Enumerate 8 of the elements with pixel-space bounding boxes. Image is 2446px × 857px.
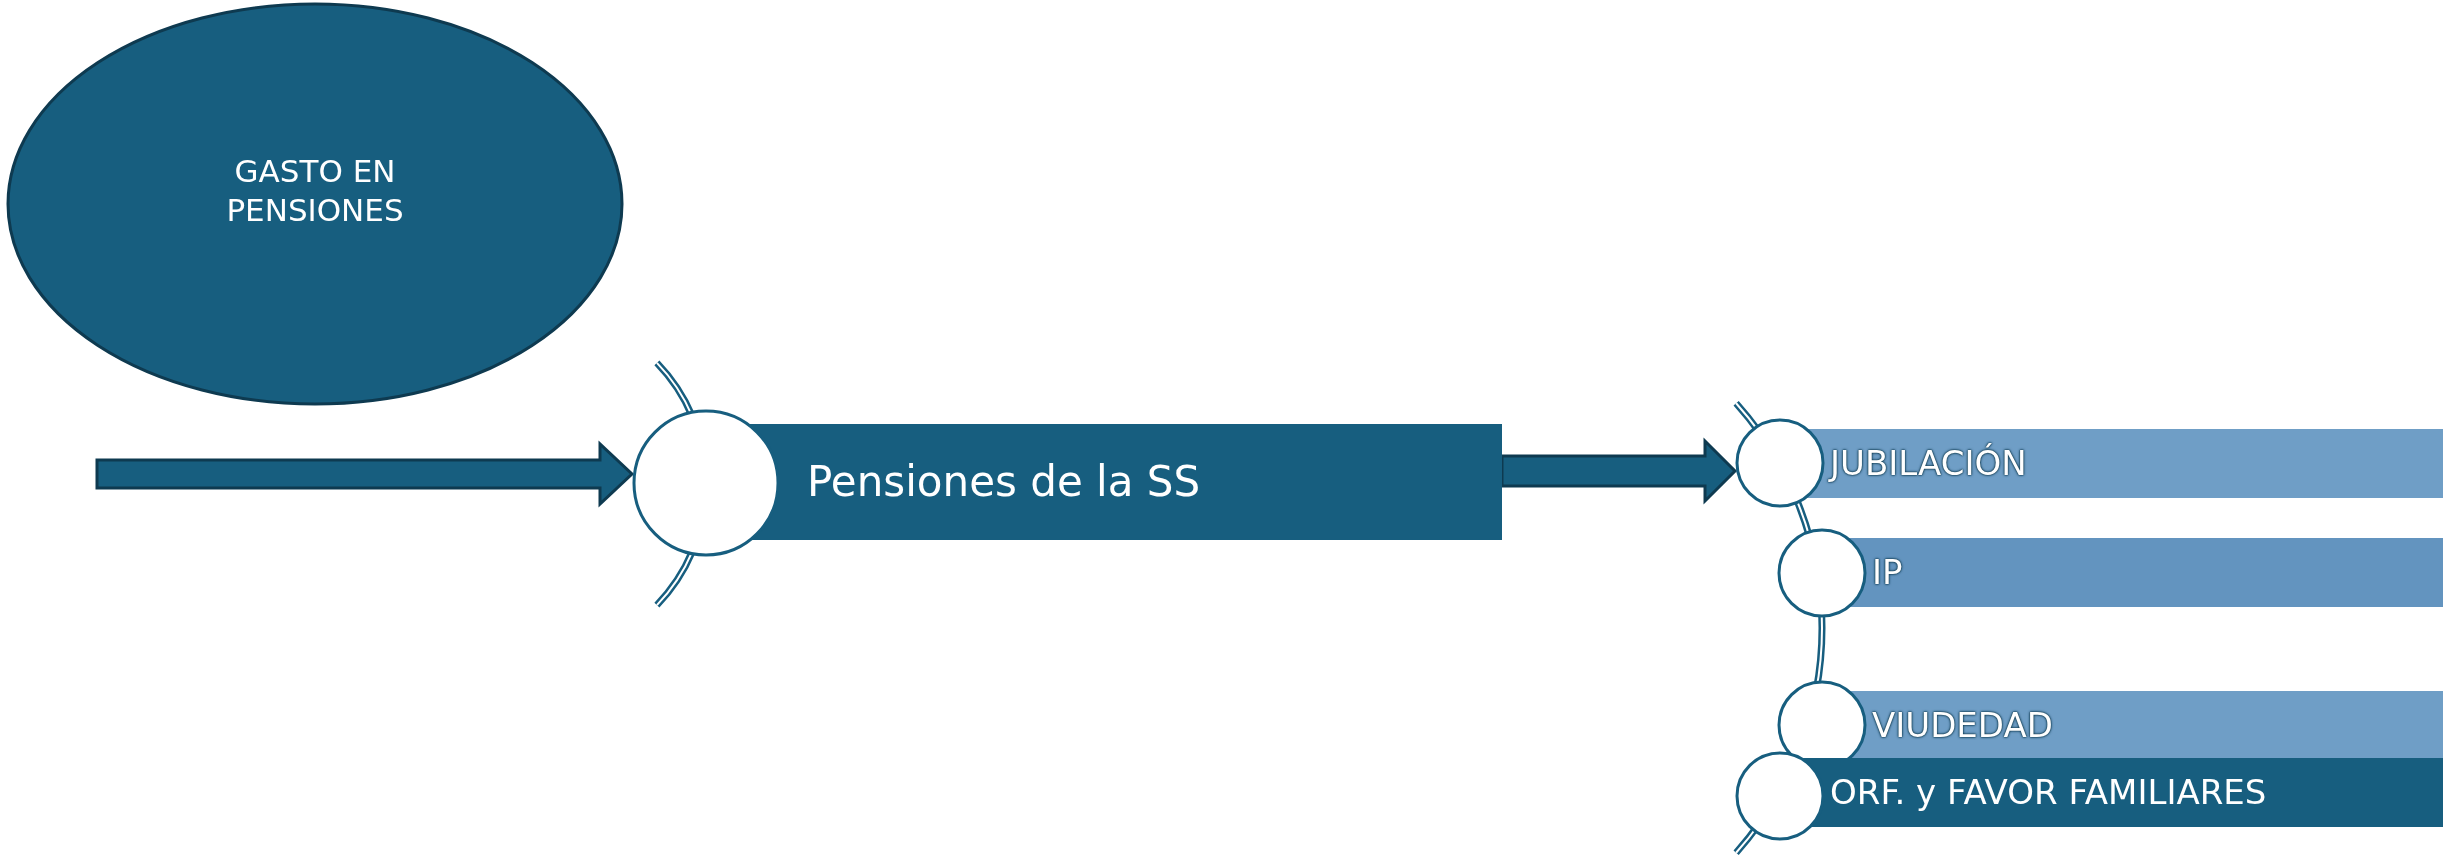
ellipse-label: GASTO EN PENSIONES: [225, 152, 405, 230]
block-arrow: [1500, 437, 1738, 505]
list-label: JUBILACIÓN: [1830, 442, 2027, 485]
block-arrow: [95, 440, 635, 508]
list-label: Pensiones de la SS: [807, 456, 1201, 508]
list-label: VIUDEDAD: [1872, 704, 2053, 747]
list-label: IP: [1872, 551, 1903, 594]
list-label: ORF. y FAVOR FAMILIARES: [1830, 771, 2267, 814]
